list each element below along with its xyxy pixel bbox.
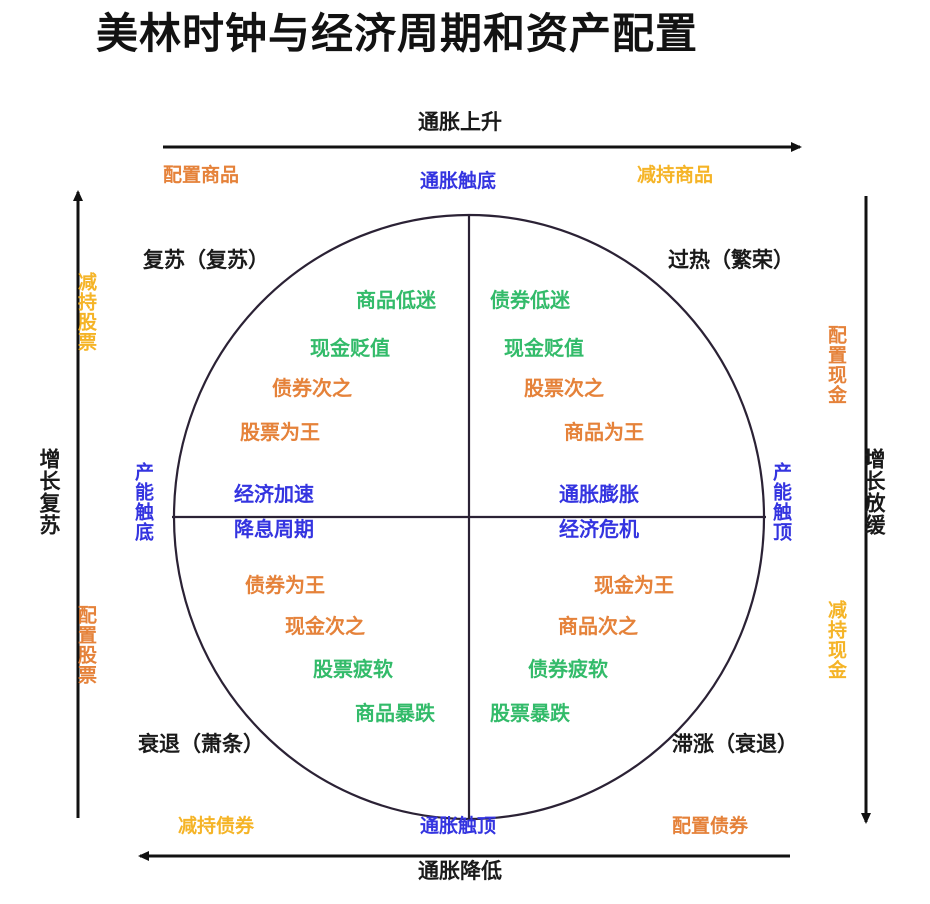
asset-label: 现金贬值 [504,338,584,360]
left-top-tag: 减持股票 [75,272,96,352]
asset-label: 股票为王 [240,422,320,444]
left-center-tag: 产能触底 [132,462,153,542]
right-bottom-tag: 减持现金 [825,600,846,680]
asset-label: 现金为王 [594,575,674,597]
asset-label: 商品低迷 [356,290,436,312]
asset-label: 债券低迷 [490,290,570,312]
asset-label: 债券疲软 [528,659,608,681]
quadrant-name-overheat: 过热（繁荣） [668,249,794,272]
asset-label: 债券为王 [245,575,325,597]
right-top-tag: 配置现金 [825,325,846,405]
asset-label: 股票次之 [524,378,604,400]
left-bottom-tag: 配置股票 [75,605,96,685]
asset-label: 现金贬值 [310,338,390,360]
top-axis-label: 通胀上升 [418,111,502,134]
right-axis-label: 增长放缓 [862,448,885,536]
quadrant-name-recovery: 复苏（复苏） [143,249,269,272]
top-center-tag: 通胀触底 [420,171,497,192]
asset-label: 商品为王 [564,422,644,444]
asset-label: 债券次之 [272,378,352,400]
center-label-tr-2: 经济危机 [559,519,639,541]
quadrant-name-stagflation: 滞涨（衰退） [672,733,798,756]
center-label-tl-2: 降息周期 [234,519,314,541]
asset-label: 股票疲软 [313,659,393,681]
center-label-tr-1: 通胀膨胀 [559,484,639,506]
bottom-center-tag: 通胀触顶 [420,816,497,837]
asset-label: 现金次之 [285,616,365,638]
bottom-left-tag: 减持债券 [178,816,255,837]
asset-label: 商品暴跌 [355,703,435,725]
asset-label: 股票暴跌 [490,703,570,725]
right-center-tag: 产能触顶 [770,462,791,542]
top-left-tag: 配置商品 [163,165,240,186]
bottom-axis-label: 通胀降低 [418,860,502,883]
page-title: 美林时钟与经济周期和资产配置 [96,10,699,57]
quadrant-name-recession: 衰退（萧条） [138,733,264,756]
top-right-tag: 减持商品 [637,165,714,186]
bottom-right-tag: 配置债券 [672,816,749,837]
center-label-tl-1: 经济加速 [234,484,314,506]
left-axis-label: 增长复苏 [37,448,60,536]
asset-label: 商品次之 [558,616,638,638]
